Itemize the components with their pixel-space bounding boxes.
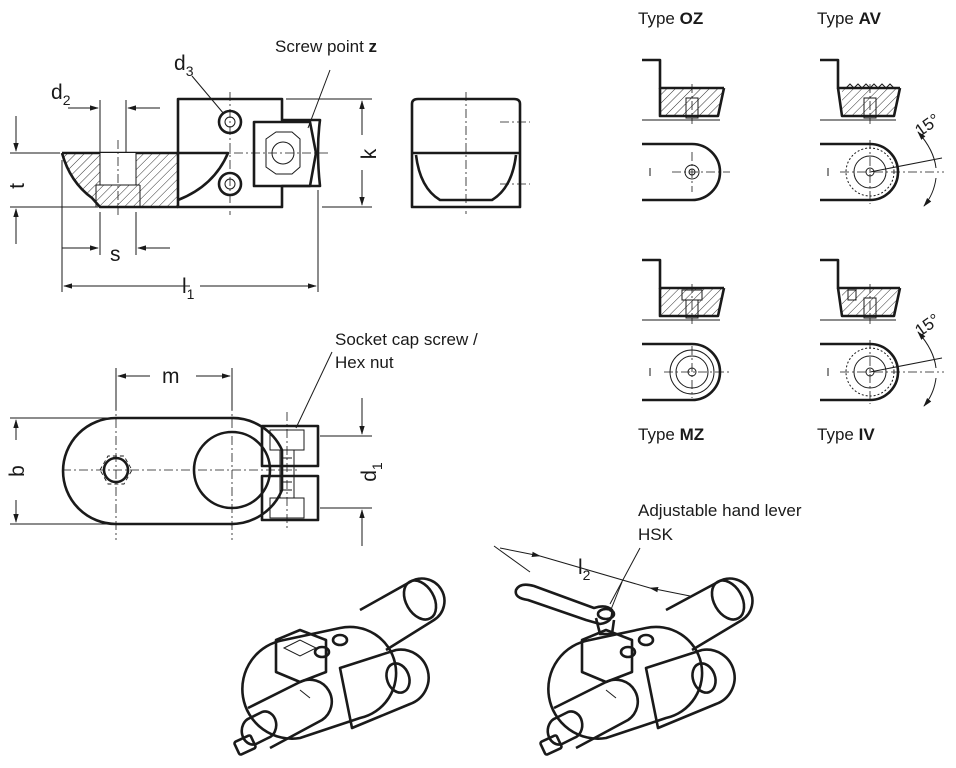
type-oz-label: Type OZ <box>638 9 703 28</box>
type-iv-label: Type IV <box>817 425 875 444</box>
type-oz-drawing <box>642 58 730 202</box>
dim-t-label: t <box>6 183 29 189</box>
end-view <box>410 92 530 214</box>
type-av-angle: 15° <box>911 110 943 140</box>
type-av-label: Type AV <box>817 9 882 28</box>
dim-k-label: k <box>358 148 381 159</box>
dim-d3-label: d3 <box>174 52 194 79</box>
dim-s-label: s <box>110 243 121 266</box>
type-iv-angle: 15° <box>911 310 943 340</box>
dim-l1-label: l1 <box>182 275 195 302</box>
type-mz-drawing <box>642 258 730 402</box>
socket-cap-label-line1: Socket cap screw / <box>335 330 478 349</box>
top-view <box>10 351 372 546</box>
dim-b-label: b <box>6 465 29 477</box>
isometric-view-screw <box>233 577 446 756</box>
hand-lever-label-line1: Adjustable hand lever <box>638 501 802 520</box>
hand-lever-label-line2: HSK <box>638 525 674 544</box>
type-mz-label: Type MZ <box>638 425 704 444</box>
dim-m-label: m <box>162 365 180 388</box>
side-view <box>10 69 372 292</box>
isometric-view-hand-lever <box>493 545 754 756</box>
type-iv-drawing <box>820 258 944 407</box>
dim-d1-label: d1 <box>358 462 385 482</box>
socket-cap-label-line2: Hex nut <box>335 353 394 372</box>
dim-d2-label: d2 <box>51 81 71 108</box>
screw-point-label: Screw point z <box>275 37 377 56</box>
dim-l2-label: l2 <box>578 556 591 583</box>
type-av-drawing <box>820 58 944 207</box>
